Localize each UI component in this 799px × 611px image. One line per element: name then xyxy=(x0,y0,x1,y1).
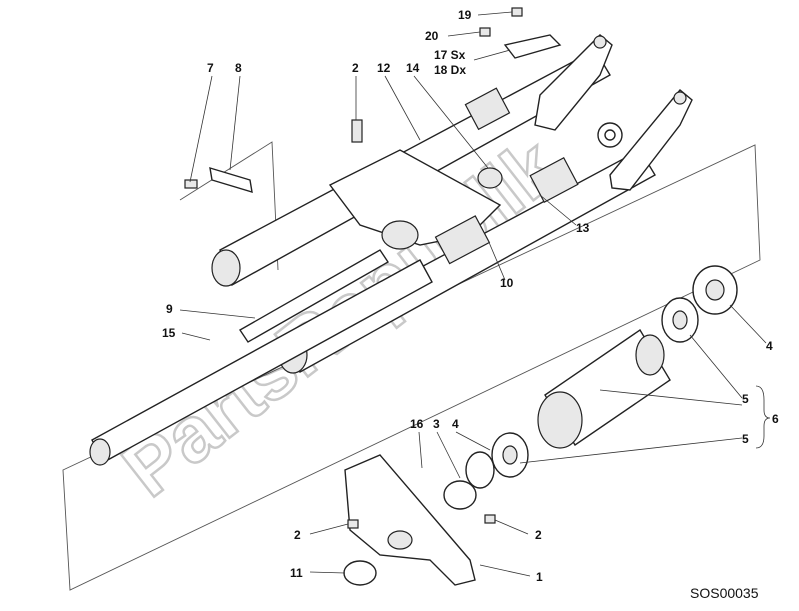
left-fork-foot xyxy=(534,34,613,131)
gear-icon xyxy=(597,122,623,148)
callout-2-top: 2 xyxy=(352,61,359,75)
bolt-19-icon xyxy=(511,7,523,17)
callout-13: 13 xyxy=(576,221,590,235)
callout-14: 14 xyxy=(406,61,420,75)
callout-2-left: 2 xyxy=(294,528,301,542)
callout-16: 16 xyxy=(410,417,424,431)
ring-nut-16 xyxy=(443,480,477,510)
inner-tube-9 xyxy=(239,249,389,343)
bearing-upper-4 xyxy=(692,265,738,315)
upper-triple-clamp xyxy=(328,149,502,250)
ring-3 xyxy=(465,451,495,489)
bearing-race-5 xyxy=(661,297,699,343)
callout-10: 10 xyxy=(500,276,514,290)
callout-20: 20 xyxy=(425,29,439,43)
callout-5-upper: 5 xyxy=(742,392,749,406)
callout-8: 8 xyxy=(235,61,242,75)
right-fork-foot xyxy=(609,89,693,191)
bearing-lower-4 xyxy=(491,432,529,478)
leader-lines xyxy=(179,11,771,577)
callout-4-lower: 4 xyxy=(452,417,459,431)
outer-tube-15 xyxy=(89,259,433,466)
callout-9: 9 xyxy=(166,302,173,316)
callout-3: 3 xyxy=(433,417,440,431)
callout-12: 12 xyxy=(377,61,391,75)
callout-6: 6 xyxy=(772,412,779,426)
bolt-20-icon xyxy=(479,27,491,37)
callout-11: 11 xyxy=(290,566,303,580)
callout-5-lower: 5 xyxy=(742,432,749,446)
bolt-2-left-icon xyxy=(347,519,359,529)
callout-17: 17 Sx xyxy=(434,48,466,62)
callout-18: 18 Dx xyxy=(434,63,466,77)
clip-8 xyxy=(209,167,253,193)
plug-11 xyxy=(343,560,377,586)
callout-2-right: 2 xyxy=(535,528,542,542)
bolt-7-icon xyxy=(184,179,198,189)
lower-triple-clamp xyxy=(344,454,476,586)
callout-19: 19 xyxy=(458,8,472,22)
diagram-code: SOS00035 xyxy=(690,585,759,601)
left-leg-frame xyxy=(62,144,761,591)
bolt-2-right-icon xyxy=(484,514,496,524)
bracket-17-18 xyxy=(503,34,562,59)
steering-stem xyxy=(537,329,671,449)
callout-1: 1 xyxy=(536,570,543,584)
bolt-2-top-icon xyxy=(351,119,363,143)
callout-15: 15 xyxy=(162,326,176,340)
callout-4-upper: 4 xyxy=(766,339,773,353)
cap-14 xyxy=(477,167,503,189)
callout-7: 7 xyxy=(207,61,214,75)
